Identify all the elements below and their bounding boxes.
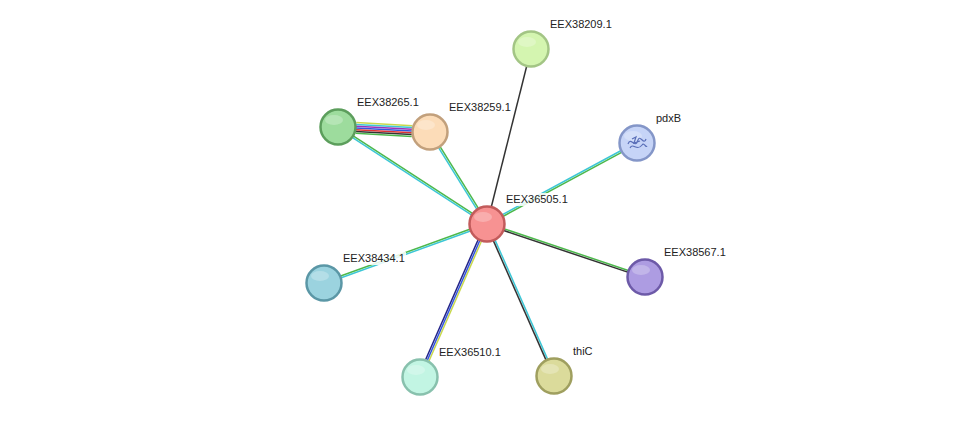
protein-node: EEX38209.1 xyxy=(512,30,550,68)
evidence-line xyxy=(439,148,477,209)
node-label: EEX38567.1 xyxy=(663,246,727,259)
node-circle xyxy=(468,205,506,243)
evidence-line xyxy=(493,241,545,360)
node-circle xyxy=(413,115,448,150)
node-label: EEX36505.1 xyxy=(505,193,569,206)
node-circle xyxy=(620,126,655,161)
node-circle xyxy=(618,124,656,162)
protein-node: EEX38567.1 xyxy=(626,258,664,296)
node-highlight xyxy=(541,364,559,374)
node-highlight xyxy=(474,212,492,222)
node-label: EEX38209.1 xyxy=(549,18,613,31)
protein-node: EEX38259.1 xyxy=(411,113,449,151)
node-circle xyxy=(535,357,573,395)
evidence-line xyxy=(503,152,621,216)
protein-node: EEX36510.1 xyxy=(401,358,439,396)
evidence-line xyxy=(429,241,482,361)
interaction-edge xyxy=(502,151,621,216)
node-circle xyxy=(470,207,505,242)
node-circle xyxy=(626,258,664,296)
node-label: pdxB xyxy=(655,112,682,125)
node-label: thiC xyxy=(572,345,594,358)
evidence-line xyxy=(427,240,480,360)
interaction-edge xyxy=(491,66,526,206)
node-label: EEX38434.1 xyxy=(342,252,406,265)
evidence-line xyxy=(491,66,526,206)
node-highlight xyxy=(311,271,329,281)
evidence-line xyxy=(356,133,412,136)
protein-node: thiC xyxy=(535,357,573,395)
evidence-line xyxy=(426,240,479,360)
interaction-edge xyxy=(493,240,547,360)
node-highlight xyxy=(624,131,642,141)
node-label: EEX36510.1 xyxy=(438,346,502,359)
node-circle xyxy=(411,113,449,151)
interaction-edge xyxy=(353,136,473,215)
evidence-line xyxy=(504,229,628,271)
structure-icon xyxy=(628,137,647,148)
node-highlight xyxy=(632,265,650,275)
node-circle xyxy=(319,108,357,146)
node-label: EEX38259.1 xyxy=(448,101,512,114)
evidence-line xyxy=(495,240,547,359)
evidence-line xyxy=(353,138,472,215)
interaction-edge xyxy=(439,147,479,209)
node-highlight xyxy=(407,365,425,375)
node-highlight xyxy=(518,37,536,47)
node-highlight xyxy=(417,120,435,130)
evidence-line xyxy=(341,229,470,276)
node-circle xyxy=(305,264,343,302)
evidence-line xyxy=(440,147,478,208)
node-circle xyxy=(512,30,550,68)
node-label: EEX38265.1 xyxy=(356,96,420,109)
interaction-edge xyxy=(341,229,471,277)
interaction-edge xyxy=(426,240,482,361)
protein-node: EEX38265.1 xyxy=(319,108,357,146)
node-circle xyxy=(537,359,572,394)
interaction-edge xyxy=(504,229,628,272)
evidence-line xyxy=(502,151,620,215)
node-circle xyxy=(514,32,549,67)
interaction-edge xyxy=(356,123,413,137)
protein-node: EEX36505.1 xyxy=(468,205,506,243)
node-highlight xyxy=(325,115,343,125)
evidence-line xyxy=(341,231,470,278)
evidence-line xyxy=(504,231,628,273)
protein-node: EEX38434.1 xyxy=(305,264,343,302)
node-circle xyxy=(321,110,356,145)
node-circle xyxy=(307,266,342,301)
node-circle xyxy=(403,360,438,395)
node-circle xyxy=(401,358,439,396)
protein-node: pdxB xyxy=(618,124,656,162)
node-circle xyxy=(628,260,663,295)
